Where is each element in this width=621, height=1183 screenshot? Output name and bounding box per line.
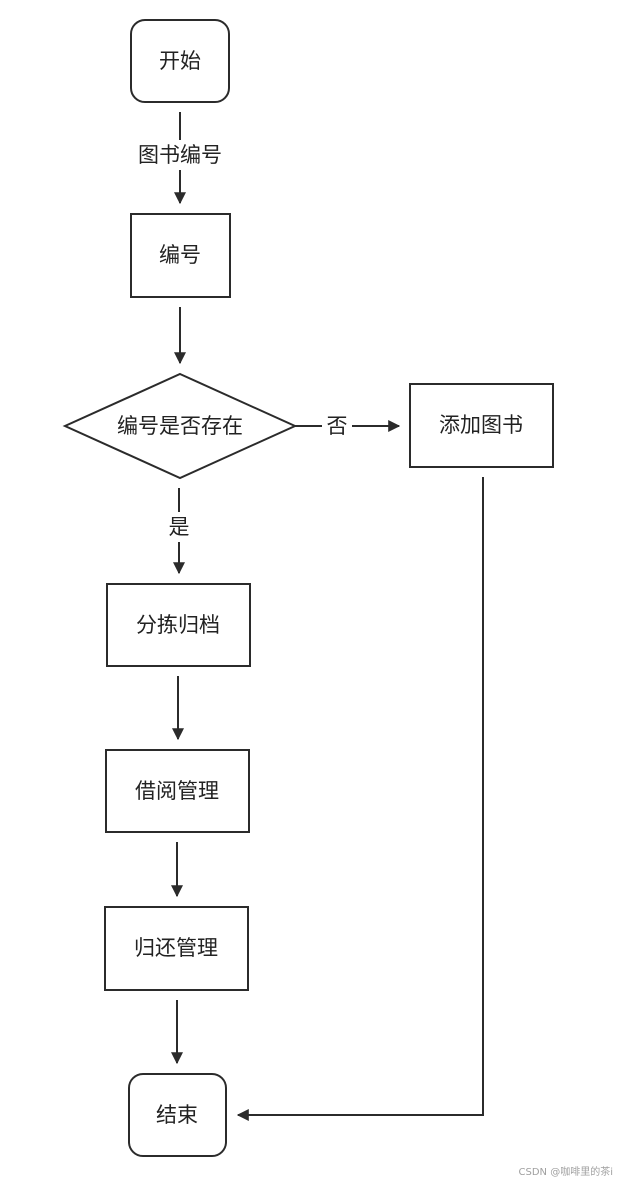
start-node-label: 开始 — [159, 49, 201, 73]
edge-label-bg-yes — [164, 512, 194, 542]
edge-label-yes: 是 — [169, 515, 190, 539]
watermark: CSDN @咖啡里的茶i — [519, 1165, 613, 1178]
sort-archive-node-label: 分拣归档 — [136, 613, 220, 637]
edge-label-no: 否 — [327, 414, 348, 438]
add-book-node — [409, 383, 554, 468]
return-manage-node-label: 归还管理 — [134, 936, 218, 960]
decision-node-label: 编号是否存在 — [117, 414, 243, 438]
sort-archive-node — [106, 583, 251, 667]
edge-label-book-number: 图书编号 — [138, 143, 222, 167]
edge-label-bg-no — [322, 411, 352, 441]
number-node — [130, 213, 231, 298]
end-node-label: 结束 — [156, 1103, 198, 1127]
borrow-manage-node-label: 借阅管理 — [135, 779, 219, 803]
add-book-node-label: 添加图书 — [439, 413, 523, 437]
number-node-label: 编号 — [159, 243, 201, 267]
edge-label-bg-book-number — [130, 140, 230, 170]
return-manage-node — [104, 906, 249, 991]
start-node — [130, 19, 230, 103]
decision-node — [62, 372, 298, 480]
end-node — [128, 1073, 227, 1157]
connector-add-book-to-end — [236, 477, 484, 1121]
borrow-manage-node — [105, 749, 250, 833]
